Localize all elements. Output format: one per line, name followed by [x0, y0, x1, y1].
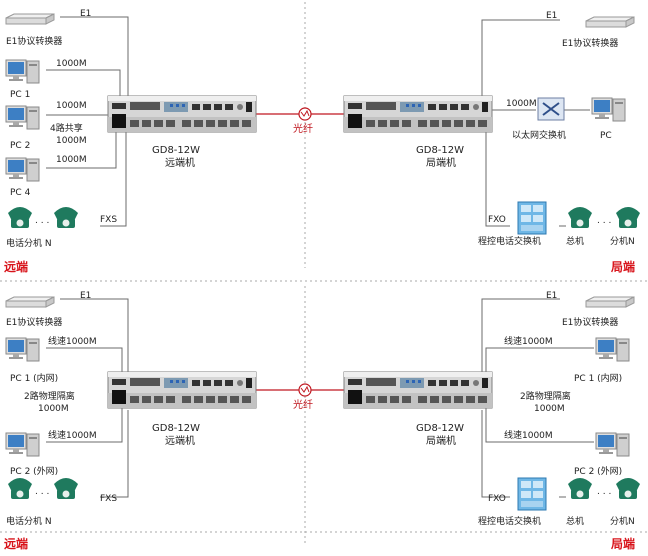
- bottom-remote-phone-label: 电话分机 N: [6, 515, 52, 527]
- bottom-remote-isolation-line1: 2路物理隔离: [24, 390, 75, 402]
- bottom-remote-fxs-label: FXS: [100, 494, 117, 504]
- bottom-local-isolation-line2: 1000M: [534, 404, 565, 414]
- top-local-side-label: 局端: [611, 259, 635, 274]
- top-remote-pc4-icon: [5, 157, 40, 182]
- top-remote-pc4-label: PC 4: [10, 188, 31, 198]
- top-remote-shared-line2: 1000M: [56, 136, 87, 146]
- bottom-local-pbx-label: 程控电话交换机: [478, 515, 541, 527]
- top-remote-phone-dots: . . .: [35, 216, 49, 226]
- top-remote-pc2-icon: [5, 105, 40, 130]
- bottom-remote-pc2-icon: [5, 432, 40, 457]
- top-remote-device: [107, 95, 257, 133]
- top-remote-link2: 1000M: [56, 101, 87, 111]
- bottom-local-main-phone-icon: [568, 478, 592, 499]
- top-remote-role: 远端机: [165, 156, 195, 169]
- top-remote-link1: 1000M: [56, 59, 87, 69]
- top-local-main-phone-icon: [568, 207, 592, 228]
- bottom-remote-converter-label: E1协议转换器: [6, 316, 62, 328]
- bottom-local-fxo-label: FXO: [488, 494, 506, 504]
- bottom-remote-phone1-icon: [8, 478, 32, 499]
- top-remote-side-label: 远端: [4, 259, 28, 274]
- top-local-main-label: 总机: [566, 235, 584, 247]
- top-remote-link3: 1000M: [56, 155, 87, 165]
- bottom-local-wires: [481, 298, 594, 498]
- bottom-fiber-label: 光纤: [293, 398, 313, 411]
- top-local-switch-icon: [537, 97, 565, 121]
- top-local-wires: [481, 19, 590, 227]
- bottom-local-side-label: 局端: [611, 536, 635, 551]
- top-local-pbx-icon: [517, 201, 547, 235]
- bottom-local-ext-phone-icon: [616, 478, 640, 499]
- bottom-local-model: GD8-12W: [416, 423, 464, 434]
- bottom-remote-device: [107, 371, 257, 409]
- top-fiber-label: 光纤: [293, 122, 313, 135]
- bottom-local-pc1-label: PC 1 (内网): [574, 372, 622, 384]
- top-local-ext-label: 分机N: [610, 235, 635, 247]
- bottom-local-e1-converter-icon: [585, 296, 635, 308]
- bottom-fiber-glyph: [300, 385, 310, 393]
- bottom-local-converter-label: E1协议转换器: [562, 316, 618, 328]
- bottom-remote-role: 远端机: [165, 434, 195, 447]
- top-section: 光纤 GD8-12W 远端机 GD8-12W 局端机 E1 E1协议转换器 PC…: [4, 9, 640, 274]
- bottom-remote-e1-label: E1: [80, 291, 91, 301]
- bottom-local-pc2-icon: [595, 432, 630, 457]
- bottom-remote-speed2: 线速1000M: [48, 429, 97, 441]
- bottom-local-pc1-icon: [595, 337, 630, 362]
- bottom-remote-pc1-label: PC 1 (内网): [10, 372, 58, 384]
- top-local-converter-label: E1协议转换器: [562, 37, 618, 49]
- bottom-remote-isolation-line2: 1000M: [38, 404, 69, 414]
- bottom-remote-phone2-icon: [54, 478, 78, 499]
- top-remote-phone2-icon: [54, 207, 78, 228]
- bottom-local-pc2-label: PC 2 (外网): [574, 465, 622, 477]
- top-remote-phone1-icon: [8, 207, 32, 228]
- top-local-phone-dots: . . .: [597, 216, 611, 226]
- bottom-local-pbx-icon: [517, 477, 547, 511]
- top-remote-fxs-label: FXS: [100, 215, 117, 225]
- top-remote-model: GD8-12W: [152, 145, 200, 156]
- bottom-remote-model: GD8-12W: [152, 423, 200, 434]
- top-remote-converter-label: E1协议转换器: [6, 35, 62, 47]
- top-remote-shared-line1: 4路共享: [50, 122, 83, 134]
- top-remote-wires: [46, 16, 129, 227]
- top-local-pbx-label: 程控电话交换机: [478, 235, 541, 247]
- bottom-remote-e1-converter-icon: [5, 296, 55, 308]
- bottom-local-ext-label: 分机N: [610, 515, 635, 527]
- top-local-role: 局端机: [426, 156, 456, 169]
- bottom-local-phone-dots: . . .: [597, 487, 611, 497]
- top-local-pc-label: PC: [600, 131, 612, 141]
- top-local-fxo-label: FXO: [488, 215, 506, 225]
- bottom-local-device: [343, 371, 493, 409]
- bottom-local-speed2: 线速1000M: [504, 429, 553, 441]
- bottom-local-speed1: 线速1000M: [504, 335, 553, 347]
- bottom-local-role: 局端机: [426, 434, 456, 447]
- bottom-remote-side-label: 远端: [4, 536, 28, 551]
- top-remote-e1-converter-icon: [5, 13, 55, 25]
- top-local-e1-converter-icon: [585, 16, 635, 28]
- top-remote-pc2-label: PC 2: [10, 141, 30, 151]
- top-local-pc-icon: [591, 97, 626, 122]
- bottom-local-isolation-line1: 2路物理隔离: [520, 390, 571, 402]
- top-fiber-glyph: [300, 109, 310, 117]
- bottom-remote-phone-dots: . . .: [35, 487, 49, 497]
- bottom-local-e1-label: E1: [546, 291, 557, 301]
- top-local-switch-label: 以太网交换机: [512, 129, 566, 141]
- bottom-section: 光纤 GD8-12W 远端机 GD8-12W 局端机 E1 E1协议转换器 线速…: [4, 291, 640, 551]
- top-local-link-label: 1000M: [506, 99, 537, 109]
- top-remote-pc1-label: PC 1: [10, 90, 30, 100]
- bottom-remote-pc1-icon: [5, 337, 40, 362]
- top-local-device: [343, 95, 493, 133]
- top-local-model: GD8-12W: [416, 145, 464, 156]
- bottom-remote-speed1: 线速1000M: [48, 335, 97, 347]
- top-local-ext-phone-icon: [616, 207, 640, 228]
- bottom-remote-pc2-label: PC 2 (外网): [10, 465, 58, 477]
- top-remote-phone-label: 电话分机 N: [6, 237, 52, 249]
- top-remote-pc1-icon: [5, 59, 40, 84]
- top-local-e1-label: E1: [546, 11, 557, 21]
- bottom-remote-wires: [46, 298, 129, 498]
- bottom-local-main-label: 总机: [566, 515, 584, 527]
- top-remote-e1-label: E1: [80, 9, 91, 19]
